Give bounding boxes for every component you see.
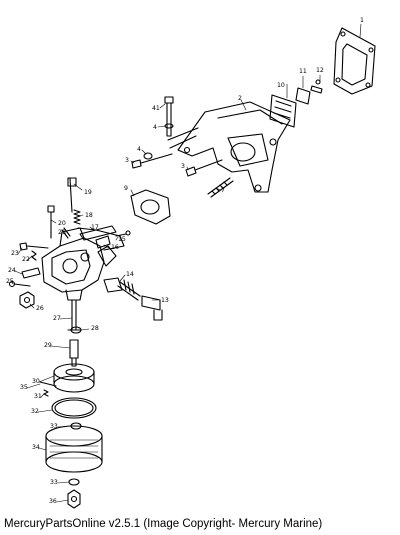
nozzle-part-29	[69, 339, 79, 367]
callout-32: 32	[31, 408, 39, 415]
callout-26: 26	[36, 305, 44, 312]
pin-part-35	[39, 381, 57, 387]
callout-3a: 3	[125, 157, 129, 164]
plug-part-36	[67, 489, 81, 509]
callout-16: 16	[111, 244, 119, 251]
callout-24: 24	[8, 267, 16, 274]
callout-9: 9	[124, 185, 128, 192]
callout-15: 15	[118, 236, 126, 243]
needle-part-14	[103, 277, 141, 301]
callout-27: 27	[53, 315, 61, 322]
bolt-part-3-left	[131, 153, 173, 169]
stud-part-7	[207, 177, 234, 198]
callout-labels: 1 2 3 3 4 4 7 9 10 11 12 13 14 15 16 17 …	[6, 17, 364, 505]
callout-14: 14	[126, 271, 134, 278]
float-part-30	[53, 363, 95, 393]
callout-2: 2	[238, 95, 242, 102]
callout-34: 34	[32, 444, 40, 451]
reed-stop-part-11	[295, 87, 311, 105]
fitting-part-13	[141, 295, 163, 321]
gasket-part-32	[51, 397, 97, 419]
spring-part-18	[73, 209, 81, 225]
callout-41: 41	[152, 105, 160, 112]
cam-part-16	[95, 235, 111, 249]
float-bowl-part-34	[45, 425, 103, 473]
lever-part-17	[79, 225, 117, 241]
callout-10: 10	[277, 82, 285, 89]
callout-36: 36	[49, 498, 57, 505]
callout-19: 19	[84, 189, 92, 196]
gasket-part-1	[333, 27, 376, 95]
callout-20: 20	[58, 220, 66, 227]
callout-30: 30	[32, 378, 40, 385]
screw-part-12	[310, 79, 323, 94]
screw-part-15	[115, 230, 131, 237]
callout-13: 13	[161, 297, 169, 304]
bolt-part-3-right	[185, 159, 223, 177]
gasket-part-9	[130, 189, 171, 225]
callout-1: 1	[360, 17, 364, 24]
callout-22: 22	[22, 256, 30, 263]
callout-12: 12	[316, 67, 324, 74]
screw-part-23	[19, 242, 49, 251]
washer-part-4-lower	[143, 152, 153, 160]
washer-part-4-upper	[164, 123, 174, 129]
callout-28: 28	[91, 325, 99, 332]
spring-part-22	[31, 250, 37, 261]
callout-33a: 33	[50, 423, 58, 430]
callout-25: 25	[6, 278, 14, 285]
reed-plate-part-10	[269, 94, 297, 128]
bolt-part-41	[164, 96, 174, 137]
spring-part-21	[61, 227, 71, 239]
callout-17: 17	[91, 224, 99, 231]
callout-18: 18	[85, 212, 93, 219]
spring-part-31	[43, 389, 49, 397]
callout-31: 31	[34, 393, 42, 400]
screw-part-25	[8, 280, 31, 288]
screw-part-27	[67, 299, 81, 331]
callout-7: 7	[221, 187, 225, 194]
link-part-19	[67, 177, 77, 213]
callout-21: 21	[58, 229, 66, 236]
copyright-caption: MercuryPartsOnline v2.5.1 (Image Copyrig…	[4, 518, 323, 530]
callout-29: 29	[44, 342, 52, 349]
callout-4b: 4	[137, 146, 141, 153]
lever-part-24	[21, 267, 41, 279]
nut-part-26	[19, 291, 35, 309]
leader-lines	[11, 103, 221, 503]
carburetor-exploded-diagram: 1 2 3 3 4 4 7 9 10 11 12 13 14 15 16 17 …	[6, 17, 376, 509]
reed-housing-part-2	[167, 101, 291, 193]
callout-35: 35	[20, 384, 28, 391]
callout-4a: 4	[153, 124, 157, 131]
washer-part-33-lower	[68, 478, 80, 486]
callout-11: 11	[299, 68, 307, 75]
callout-33b: 33	[50, 479, 58, 486]
callout-23: 23	[11, 250, 19, 257]
callout-3b: 3	[181, 163, 185, 170]
screw-part-20	[47, 205, 55, 239]
